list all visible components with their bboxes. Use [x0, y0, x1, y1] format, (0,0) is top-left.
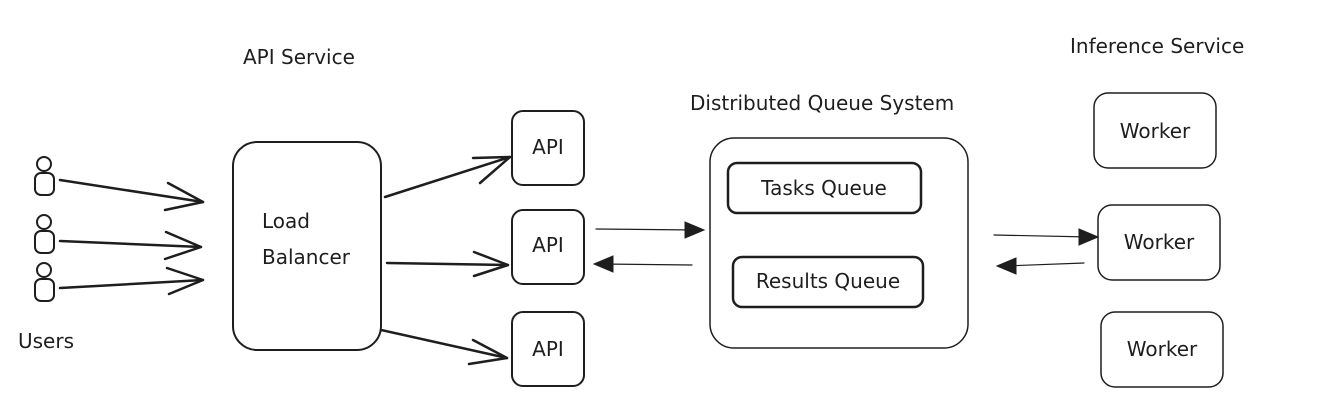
- worker-label: Worker: [1120, 119, 1191, 143]
- arrowhead: [592, 255, 614, 273]
- arrowhead: [684, 221, 706, 239]
- user-icon: [34, 156, 55, 196]
- inference-service-title: Inference Service: [1070, 34, 1244, 58]
- arrowhead: [1078, 228, 1100, 246]
- api-to-queue-arrow: [595, 221, 706, 239]
- user-icon: [34, 262, 55, 302]
- load-balancer-label-line2: Balancer: [262, 245, 351, 269]
- worker-label: Worker: [1127, 337, 1198, 361]
- lb-to-api-arrow: [383, 155, 512, 199]
- lb-to-api-arrow: [385, 250, 510, 278]
- queue-to-worker-arrow: [993, 228, 1100, 246]
- api-node-box: [511, 110, 585, 186]
- arrowhead: [995, 257, 1017, 275]
- results-queue-box: [731, 255, 925, 309]
- api-node-label: API: [532, 233, 564, 257]
- worker-box: [1100, 311, 1224, 388]
- users-label: Users: [18, 329, 74, 353]
- queue-system-box: [709, 137, 969, 349]
- worker-box: [1093, 92, 1217, 169]
- user-icon: [34, 214, 55, 254]
- lb-to-api-arrow: [379, 328, 509, 366]
- load-balancer-label-line1: Load: [262, 209, 310, 233]
- results-queue-label: Results Queue: [756, 269, 900, 293]
- user-to-lb-arrow: [58, 230, 203, 261]
- api-node-label: API: [532, 337, 564, 361]
- api-node-label: API: [532, 135, 564, 159]
- tasks-queue-label: Tasks Queue: [760, 176, 887, 200]
- user-to-lb-arrow: [58, 178, 205, 212]
- tasks-queue-box: [726, 161, 923, 215]
- queue-system-title: Distributed Queue System: [690, 91, 954, 115]
- queue-to-api-arrow: [592, 255, 693, 273]
- api-node-box: [511, 311, 585, 387]
- api-node-box: [511, 209, 585, 285]
- load-balancer-box: [232, 141, 382, 351]
- worker-to-queue-arrow: [995, 257, 1085, 275]
- worker-box: [1097, 204, 1221, 281]
- worker-label: Worker: [1124, 230, 1195, 254]
- user-to-lb-arrow: [58, 266, 205, 296]
- api-service-title: API Service: [243, 45, 355, 69]
